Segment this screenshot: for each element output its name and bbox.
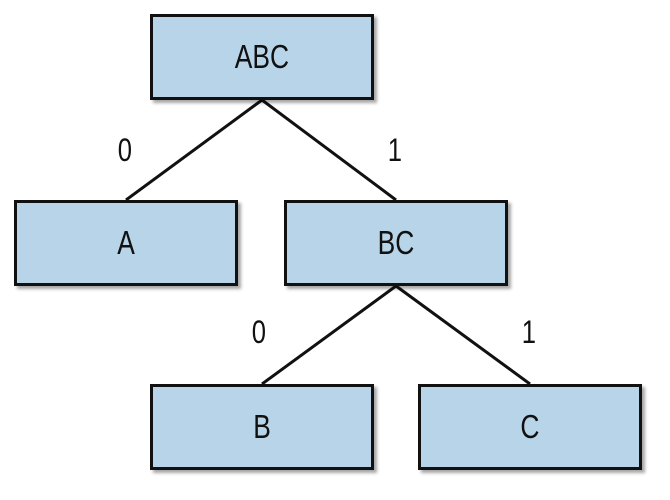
tree-node-abc: ABC [150, 14, 374, 100]
edge-label-abc-a: 0 [116, 134, 134, 166]
tree-node-c: C [418, 384, 642, 470]
edge-label-text: 1 [521, 314, 537, 350]
edge-label-bc-b: 0 [250, 316, 268, 348]
edge-bc-to-b [261, 284, 397, 386]
edge-label-text: 0 [251, 314, 267, 350]
edge-label-text: 1 [387, 132, 403, 168]
tree-node-label: ABC [234, 38, 290, 75]
tree-node-a: A [14, 200, 238, 286]
edge-label-bc-c: 1 [520, 316, 538, 348]
edge-label-text: 0 [117, 132, 133, 168]
tree-node-bc: BC [284, 200, 508, 286]
edge-label-abc-bc: 1 [386, 134, 404, 166]
edge-abc-to-bc [261, 98, 397, 202]
tree-node-label: B [253, 408, 271, 445]
edge-abc-to-a [125, 98, 263, 202]
tree-node-label: A [117, 224, 135, 261]
edge-bc-to-c [395, 284, 531, 386]
tree-node-label: BC [377, 224, 415, 261]
tree-node-b: B [150, 384, 374, 470]
tree-node-label: C [520, 408, 540, 445]
